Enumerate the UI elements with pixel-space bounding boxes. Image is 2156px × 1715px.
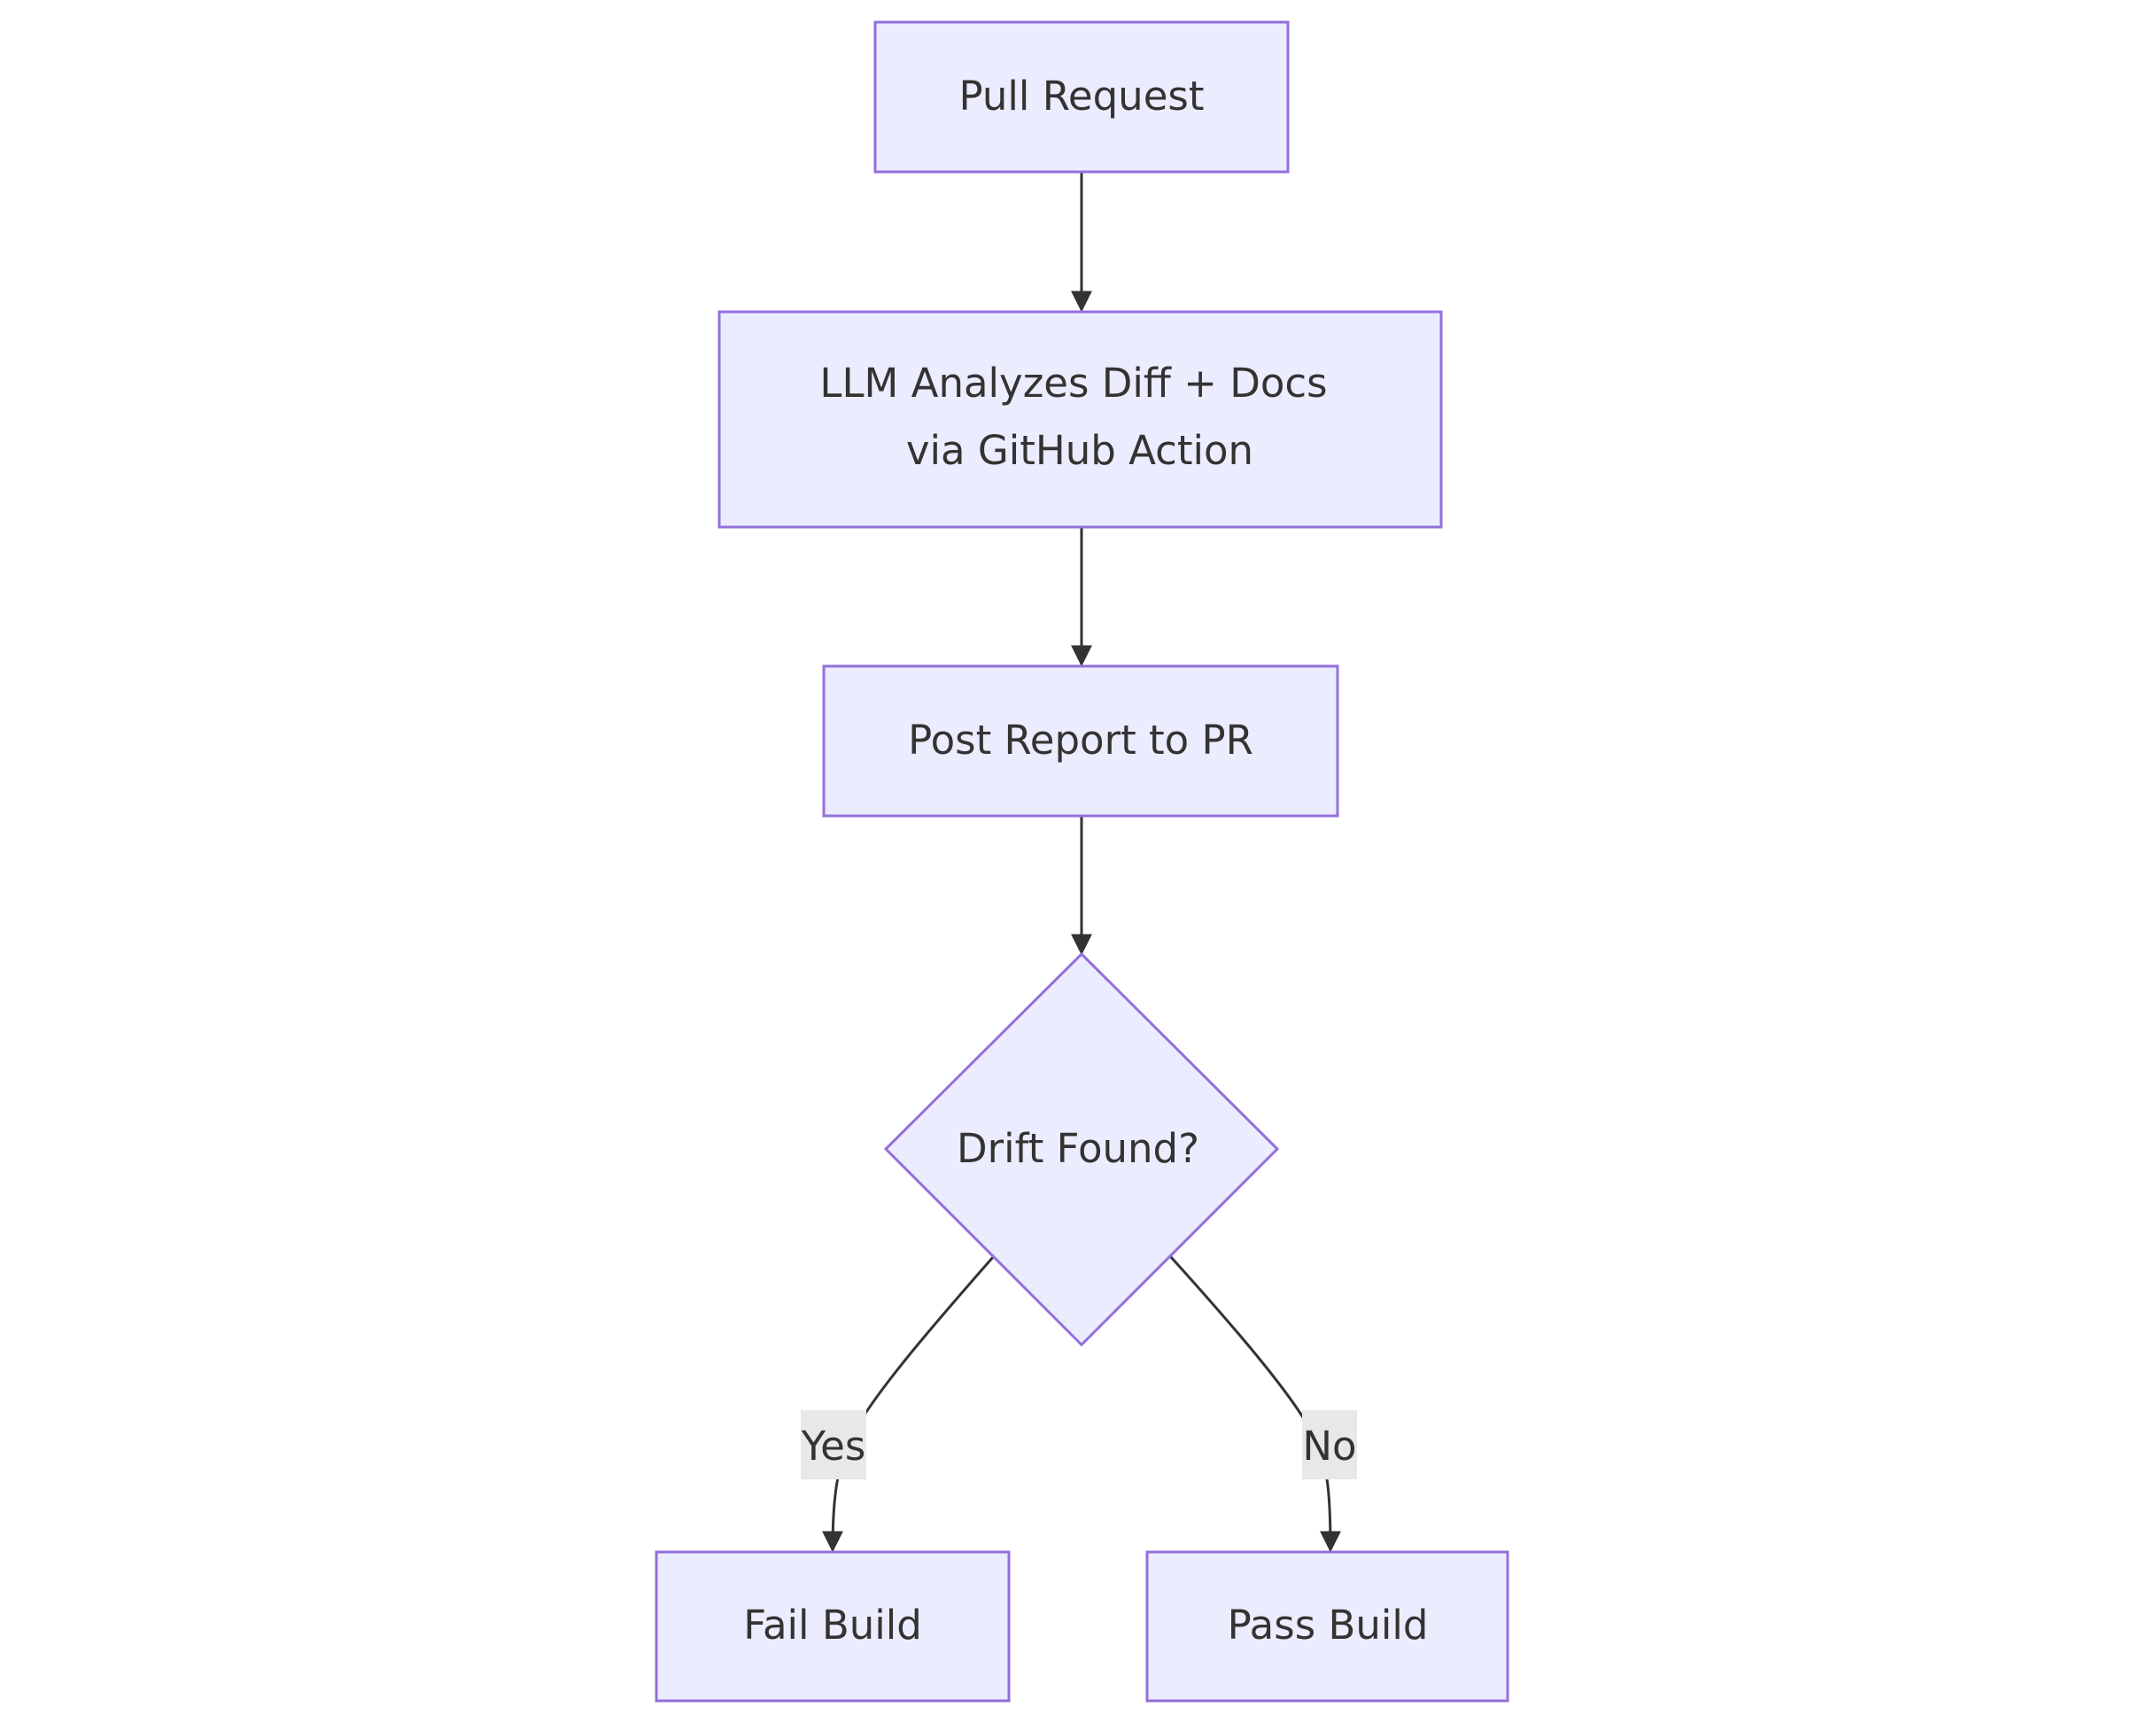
edge-label-yes-bg xyxy=(801,1410,866,1479)
node-pass-build-box xyxy=(1145,1550,1509,1703)
edge-label-yes-text: Yes xyxy=(801,1423,866,1470)
node-llm-analyzes-label-line1: LLM Analyzes Diff + Docs xyxy=(819,360,1327,407)
edge-label-no-bg xyxy=(1302,1410,1357,1479)
node-post-report-box xyxy=(822,664,1339,818)
edge-label-yes: Yes xyxy=(801,1410,866,1479)
node-fail-build-label: Fail Build xyxy=(743,1602,922,1649)
node-fail-build: Fail Build xyxy=(655,1550,1011,1703)
edge-label-no: No xyxy=(1302,1410,1357,1479)
node-drift-found-label: Drift Found? xyxy=(957,1125,1199,1172)
node-llm-analyzes-label-line2: via GitHub Action xyxy=(906,427,1253,474)
node-post-report: Post Report to PR xyxy=(822,664,1339,818)
node-pull-request-label: Pull Request xyxy=(959,73,1205,120)
node-llm-analyzes-box xyxy=(717,310,1443,529)
node-post-report-label: Post Report to PR xyxy=(908,717,1253,764)
node-pass-build-label: Pass Build xyxy=(1228,1602,1429,1649)
edge-drift-to-pass-build xyxy=(1168,1254,1341,1553)
node-drift-found: Drift Found? xyxy=(883,951,1280,1347)
node-pass-build: Pass Build xyxy=(1145,1550,1509,1703)
node-pull-request: Pull Request xyxy=(873,20,1290,174)
node-llm-analyzes: LLM Analyzes Diff + Docs via GitHub Acti… xyxy=(717,310,1443,529)
edge-label-no-text: No xyxy=(1302,1423,1356,1470)
node-fail-build-box xyxy=(655,1550,1011,1703)
node-pull-request-box xyxy=(873,20,1290,174)
edge-drift-to-fail-build xyxy=(822,1255,996,1553)
node-drift-found-diamond xyxy=(883,951,1280,1347)
